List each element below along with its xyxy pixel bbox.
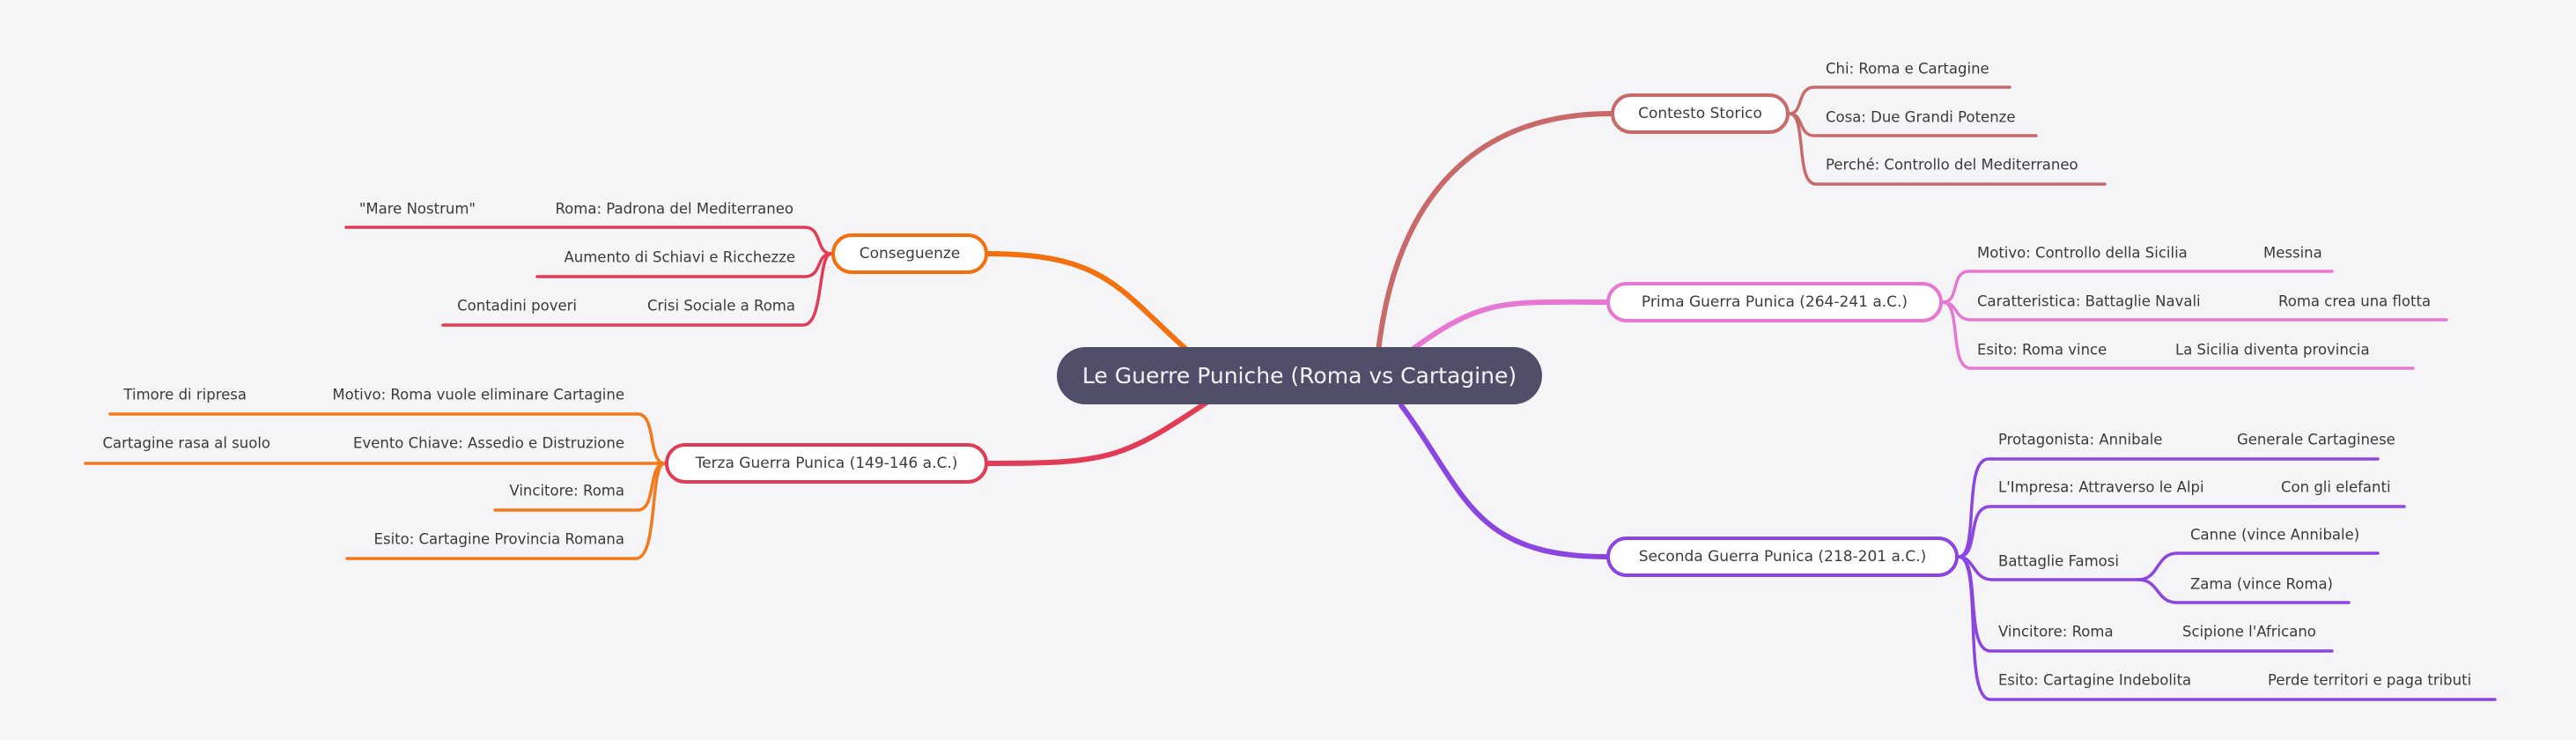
branch-node-contesto-storico[interactable]: Contesto Storico (1611, 93, 1790, 134)
leaf-caratteristica-battaglie-navali[interactable]: Caratteristica: Battaglie Navali (1977, 292, 2201, 310)
leaf-evento-chiave-assedio[interactable]: Evento Chiave: Assedio e Distruzione (353, 434, 624, 452)
link-root-conseguenze (985, 251, 1193, 356)
leaf-aumento-schiavi-ricchezze[interactable]: Aumento di Schiavi e Ricchezze (564, 248, 795, 266)
leaf-sicilia-diventa-provincia[interactable]: La Sicilia diventa provincia (2175, 341, 2370, 359)
leaf-cartagine-rasa-al-suolo[interactable]: Cartagine rasa al suolo (102, 434, 270, 452)
branch-node-seconda-guerra[interactable]: Seconda Guerra Punica (218-201 a.C.) (1606, 536, 1959, 577)
leaf-impresa-attraverso-le-alpi[interactable]: L'Impresa: Attraverso le Alpi (1998, 478, 2204, 496)
link-prima-esito (1941, 300, 2415, 370)
leaf-zama-vince-roma[interactable]: Zama (vince Roma) (2190, 575, 2333, 593)
leaf-esito-cartagine-indebolita[interactable]: Esito: Cartagine Indebolita (1998, 671, 2192, 689)
link-root-terza (984, 400, 1209, 466)
leaf-motivo-controllo-sicilia[interactable]: Motivo: Controllo della Sicilia (1977, 244, 2188, 262)
leaf-cosa-due-grandi-potenze[interactable]: Cosa: Due Grandi Potenze (1826, 108, 2016, 126)
link-root-contesto (1376, 111, 1613, 354)
root-node[interactable]: Le Guerre Puniche (Roma vs Cartagine) (1057, 347, 1542, 404)
branch-node-conseguenze[interactable]: Conseguenze (831, 233, 988, 274)
leaf-contadini-poveri[interactable]: Contadini poveri (457, 297, 577, 314)
leaf-con-gli-elefanti[interactable]: Con gli elefanti (2281, 478, 2391, 496)
leaf-scipione-africano[interactable]: Scipione l'Africano (2182, 623, 2316, 640)
leaf-mare-nostrum[interactable]: "Mare Nostrum" (358, 200, 476, 218)
link-root-prima (1409, 299, 1609, 352)
leaf-perche-controllo-mediterraneo[interactable]: Perché: Controllo del Mediterraneo (1826, 156, 2078, 174)
leaf-esito-roma-vince[interactable]: Esito: Roma vince (1977, 341, 2107, 359)
link-root-seconda (1399, 403, 1609, 559)
leaf-vincitore-roma-seconda[interactable]: Vincitore: Roma (1998, 623, 2114, 640)
leaf-roma-crea-una-flotta[interactable]: Roma crea una flotta (2278, 292, 2432, 310)
leaf-generale-cartaginese[interactable]: Generale Cartaginese (2237, 431, 2395, 448)
leaf-timore-di-ripresa[interactable]: Timore di ripresa (123, 386, 247, 403)
leaf-protagonista-annibale[interactable]: Protagonista: Annibale (1998, 431, 2163, 448)
leaf-vincitore-roma-terza[interactable]: Vincitore: Roma (509, 482, 624, 500)
branch-node-terza-guerra[interactable]: Terza Guerra Punica (149-146 a.C.) (665, 443, 988, 484)
leaf-messina[interactable]: Messina (2263, 244, 2322, 262)
leaf-motivo-eliminare-cartagine[interactable]: Motivo: Roma vuole eliminare Cartagine (332, 386, 624, 403)
branch-node-prima-guerra[interactable]: Prima Guerra Punica (264-241 a.C.) (1606, 282, 1943, 322)
leaf-perde-territori-paga-tributi[interactable]: Perde territori e paga tributi (2268, 671, 2472, 689)
leaf-roma-padrona-mediterraneo[interactable]: Roma: Padrona del Mediterraneo (555, 200, 793, 218)
leaf-crisi-sociale-roma[interactable]: Crisi Sociale a Roma (647, 297, 795, 314)
leaf-esito-cartagine-provincia[interactable]: Esito: Cartagine Provincia Romana (373, 530, 624, 548)
leaf-chi-roma-e-cartagine[interactable]: Chi: Roma e Cartagine (1826, 60, 1989, 78)
leaf-battaglie-famosi[interactable]: Battaglie Famosi (1998, 552, 2119, 570)
leaf-canne-vince-annibale[interactable]: Canne (vince Annibale) (2190, 526, 2360, 544)
